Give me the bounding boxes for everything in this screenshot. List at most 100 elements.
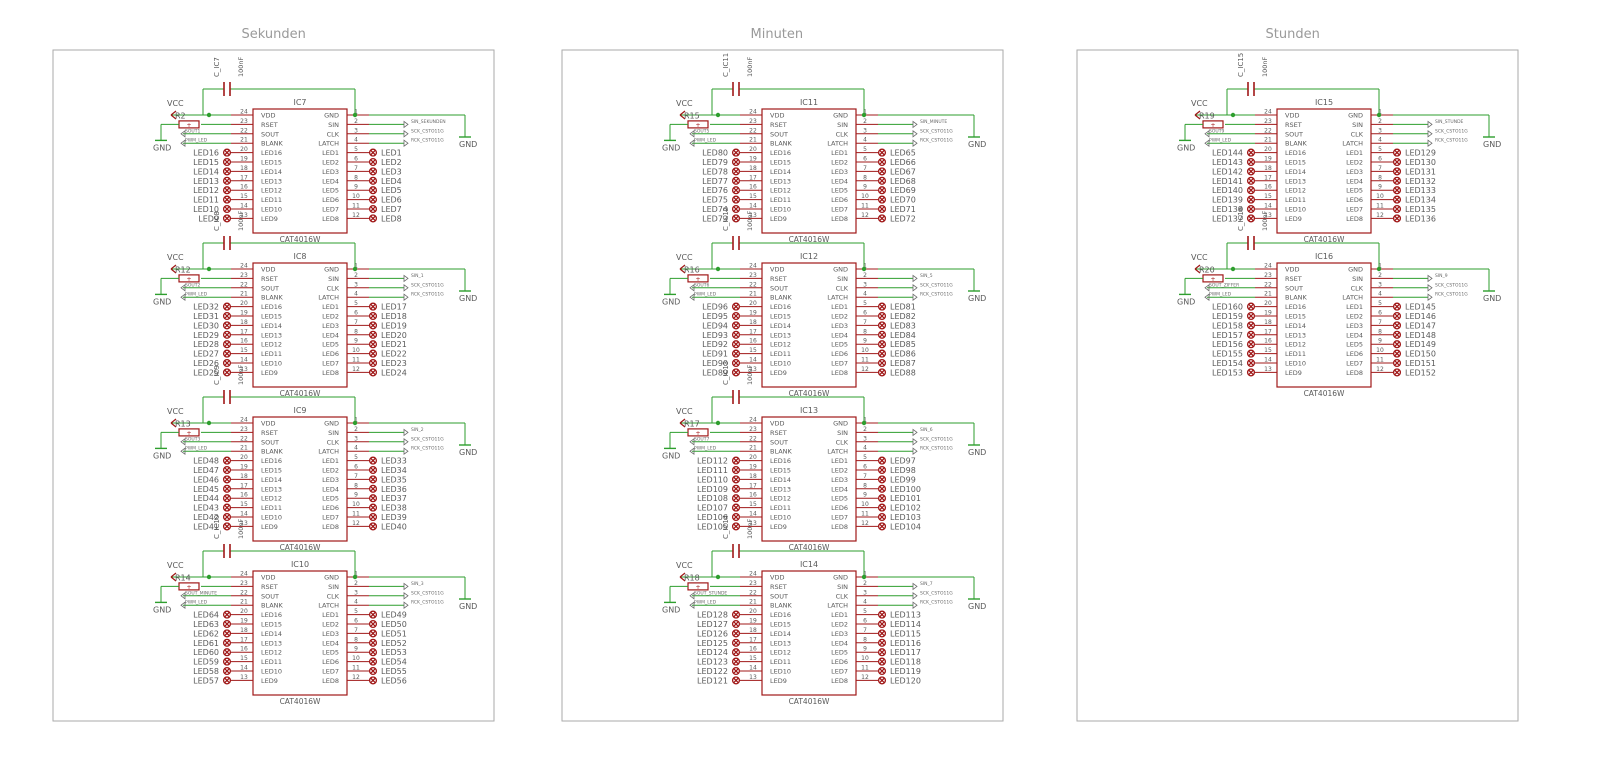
led-symbol (731, 186, 741, 195)
pin-number: 4 (354, 599, 358, 606)
led-mark (733, 303, 739, 310)
pin-number: 16 (749, 184, 757, 191)
led-symbol (222, 456, 232, 465)
led-body (368, 512, 378, 522)
pin-number: 21 (240, 445, 248, 452)
led-symbol (222, 475, 232, 484)
led-symbol (222, 610, 232, 619)
led-mark (224, 495, 230, 502)
pin-number: 18 (749, 165, 757, 172)
pin-name: LED1 (322, 303, 339, 311)
led-symbol (1392, 186, 1402, 195)
led-symbol (877, 676, 887, 685)
ic-name: IC10 (291, 560, 309, 569)
pin-number: 11 (861, 203, 869, 210)
pin-number: 20 (240, 146, 248, 153)
pin-name: LED8 (831, 215, 848, 223)
led-symbol (368, 629, 378, 638)
led-symbol (222, 638, 232, 647)
pin-name: LED16 (770, 611, 791, 619)
led-body (368, 148, 378, 157)
pin-name: LED11 (261, 658, 282, 666)
led-mark (224, 457, 230, 464)
pin-number: 5 (863, 454, 867, 461)
led-body (731, 629, 741, 638)
pin-number: 14 (749, 511, 757, 518)
led-symbol (877, 358, 887, 368)
pin-name: SIN (328, 121, 339, 129)
gnd-label: GND (153, 451, 171, 460)
led-label: LED17 (381, 303, 407, 312)
pin-name: RSET (770, 583, 787, 591)
led-mark (224, 523, 230, 530)
led-symbol (877, 494, 887, 503)
pin-number: 11 (861, 665, 869, 672)
pin-name: LED9 (261, 215, 278, 223)
pin-name: LED4 (322, 639, 339, 647)
led-label: LED115 (890, 629, 921, 638)
pin-name: LED3 (1346, 322, 1363, 330)
pin-number: 16 (240, 492, 248, 499)
pin-name: LED16 (261, 611, 282, 619)
led-body (368, 204, 378, 214)
led-body (1392, 340, 1402, 349)
pin-number: 12 (861, 212, 869, 219)
pin-number: 4 (354, 137, 358, 144)
pin-number: 20 (240, 454, 248, 461)
pin-number: 11 (861, 357, 869, 364)
resistor-value: + (695, 122, 700, 129)
net-flag (403, 130, 409, 138)
pin-name: RSET (1285, 275, 1302, 283)
led-symbol (1392, 311, 1402, 321)
pin-name: LED13 (770, 639, 791, 647)
pin-number: 6 (354, 156, 358, 163)
led-symbol (222, 503, 232, 512)
pin-name: LED13 (261, 485, 282, 493)
pin-name: SIN (1352, 275, 1363, 283)
pin-name: LED15 (770, 621, 791, 629)
pin-name: LED16 (770, 303, 791, 311)
pin-name: LED3 (322, 476, 339, 484)
led-symbol (1392, 214, 1402, 223)
led-mark (1394, 168, 1400, 175)
led-body (368, 676, 378, 685)
pin-number: 11 (352, 357, 360, 364)
led-body (222, 368, 232, 377)
pin-name: LED4 (1346, 331, 1363, 339)
led-label: LED51 (381, 629, 407, 638)
led-mark (370, 331, 376, 338)
led-body (1392, 311, 1402, 321)
cap-value: 100nF (237, 518, 245, 539)
pin-name: SIN (837, 429, 848, 437)
net-label: RCK_CSTO11G (1435, 138, 1468, 144)
led-symbol (731, 330, 741, 339)
led-symbol (877, 204, 887, 214)
sheet-title: Minuten (750, 27, 804, 42)
net-label: SIN_9 (1435, 273, 1448, 279)
led-mark (224, 313, 230, 319)
pin-name: LED9 (261, 677, 278, 685)
led-symbol (877, 186, 887, 195)
led-symbol (731, 148, 741, 157)
led-label: LED24 (381, 368, 407, 377)
led-label: LED43 (193, 504, 219, 513)
gnd-label: GND (459, 448, 477, 457)
led-mark (879, 639, 885, 646)
led-body (877, 167, 887, 176)
pin-name: SOUT (770, 130, 788, 138)
pin-name: LED12 (770, 341, 791, 349)
pin-number: 14 (749, 665, 757, 672)
led-body (877, 629, 887, 638)
led-label: LED64 (193, 611, 219, 620)
led-symbol (731, 157, 741, 167)
led-body (877, 666, 887, 676)
pin-number: 17 (749, 328, 757, 335)
pin-number: 8 (863, 174, 867, 181)
pin-name: LED12 (770, 649, 791, 657)
pin-number: 23 (240, 118, 248, 125)
pin-number: 16 (749, 492, 757, 499)
led-label: LED111 (697, 466, 728, 475)
led-mark (370, 495, 376, 502)
